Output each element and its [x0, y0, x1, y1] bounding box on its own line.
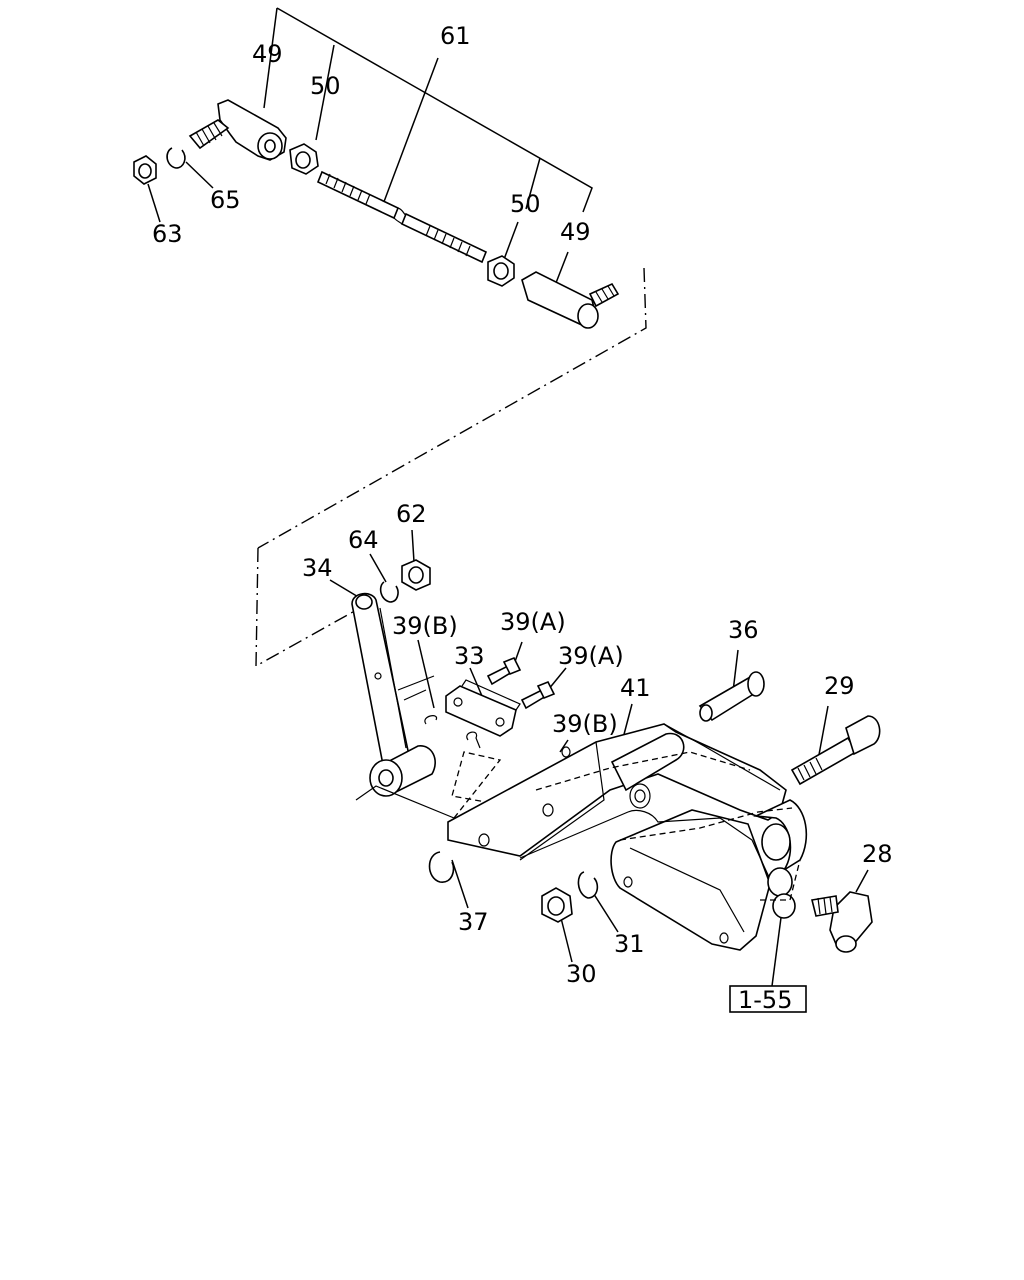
connection-line [255, 267, 647, 668]
label-31: 31 [614, 930, 645, 958]
clevis-left [188, 99, 287, 161]
label-39a-upper: 39(A) [500, 608, 566, 636]
clevis-right [521, 271, 620, 329]
label-64: 64 [348, 526, 379, 554]
nut-50-right [487, 255, 515, 287]
label-39b-lower: 39(B) [552, 710, 618, 738]
label-41: 41 [620, 674, 651, 702]
fitting-28 [811, 891, 873, 953]
label-62: 62 [396, 500, 427, 528]
label-63: 63 [152, 220, 183, 248]
label-33: 33 [454, 642, 485, 670]
nut-63 [133, 155, 157, 185]
clip-64 [379, 581, 399, 603]
clip-65 [166, 147, 186, 169]
nut-30 [541, 887, 573, 923]
label-50-left: 50 [310, 72, 341, 100]
lever-34 [351, 592, 436, 797]
bracket-41 [447, 723, 808, 951]
bolt-29 [790, 715, 881, 786]
lower-lever-assembly [329, 529, 881, 987]
label-39b-upper: 39(B) [392, 612, 458, 640]
reference-box[interactable]: 1-55 [729, 985, 807, 1014]
label-34: 34 [302, 554, 333, 582]
nut-62 [401, 559, 431, 591]
label-30: 30 [566, 960, 597, 988]
label-61: 61 [440, 22, 471, 50]
label-50-right: 50 [510, 190, 541, 218]
label-28: 28 [862, 840, 893, 868]
pin-36 [698, 671, 765, 722]
plate-33 [445, 679, 521, 737]
label-65: 65 [210, 186, 241, 214]
label-37: 37 [458, 908, 489, 936]
label-36: 36 [728, 616, 759, 644]
label-29: 29 [824, 672, 855, 700]
bolt-39a-1 [486, 656, 522, 686]
upper-rod-assembly [133, 7, 620, 329]
nut-50-left [289, 143, 319, 175]
reference-label: 1-55 [738, 986, 792, 1014]
label-49-left: 49 [252, 40, 283, 68]
rod-61 [316, 170, 488, 264]
label-49-right: 49 [560, 218, 591, 246]
bolt-39a-2 [520, 680, 556, 710]
part-labels: 49 50 61 65 63 50 49 62 64 34 39(B) 39(A… [152, 22, 893, 988]
clip-37 [428, 851, 455, 883]
washer-31 [577, 871, 599, 899]
label-39a-lower: 39(A) [558, 642, 624, 670]
